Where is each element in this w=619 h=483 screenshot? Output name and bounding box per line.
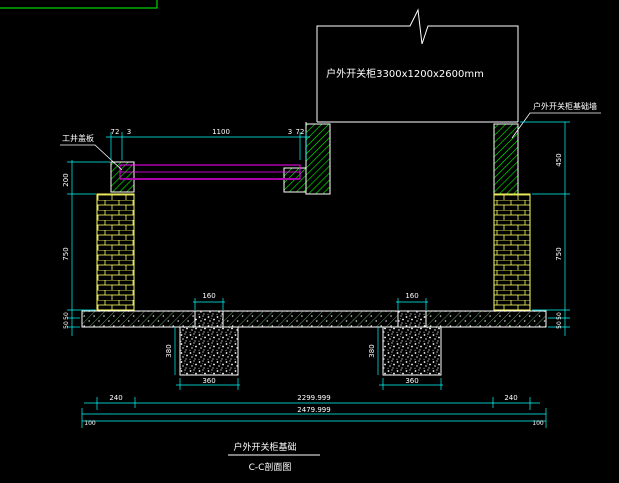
- frame-corner: [0, 0, 158, 9]
- dim-overall-240-right: 240: [504, 394, 517, 402]
- dim-overall-240-left: 240: [109, 394, 122, 402]
- dim-pier-top-left: 160: [202, 292, 215, 300]
- pier-left: [179, 310, 239, 376]
- dim-left-50b: 50: [63, 321, 70, 329]
- right-brick-wall: [493, 193, 531, 311]
- left-curb-wall: [110, 161, 135, 193]
- dim-left-50a: 50: [63, 312, 70, 320]
- dim-overall-2299: 2299.999: [297, 394, 330, 402]
- leaders: [60, 112, 601, 171]
- dim-top-72-left: 72: [111, 128, 120, 136]
- dim-pier-bot-right: 360: [405, 377, 418, 385]
- center-wall: [305, 123, 331, 195]
- caption-cn: 户外开关柜基础: [233, 441, 296, 453]
- overall-dimensions: [81, 397, 547, 428]
- cabinet-label: 户外开关柜3300x1200x2600mm: [326, 67, 484, 80]
- dim-pier-depth-right: 380: [368, 344, 376, 357]
- cover-plate-label: 工井盖板: [62, 133, 94, 143]
- dim-pier-depth-left: 380: [165, 344, 173, 357]
- dim-top-72-right: 72: [296, 128, 305, 136]
- dim-right-50a: 50: [556, 312, 563, 320]
- dim-overall-100-right: 100: [532, 420, 544, 427]
- dim-right-50b: 50: [556, 321, 563, 329]
- cabinet-outline: [316, 8, 519, 123]
- dim-right-450: 450: [555, 153, 563, 166]
- dim-right-750: 750: [555, 247, 563, 260]
- dim-overall-2479: 2479.999: [297, 406, 330, 414]
- caption-section: C-C剖面图: [249, 461, 292, 473]
- pier-right: [382, 310, 442, 376]
- left-brick-wall: [96, 193, 135, 311]
- dim-top-3-left: 3: [127, 128, 131, 136]
- pier-dimensions: [174, 298, 443, 390]
- top-dimension: [106, 132, 310, 160]
- dim-left-750: 750: [62, 247, 70, 260]
- dim-overall-100-left: 100: [84, 420, 96, 427]
- dim-pier-top-right: 160: [405, 292, 418, 300]
- dim-pier-bot-left: 360: [202, 377, 215, 385]
- foundation-wall-label: 户外开关柜基础墙: [533, 101, 597, 111]
- dim-top-3-right: 3: [288, 128, 292, 136]
- cover-plate: [119, 164, 301, 180]
- left-dimension: [67, 160, 110, 336]
- base-slab: [81, 310, 547, 328]
- dim-top-1100: 1100: [212, 128, 230, 136]
- right-dimension: [520, 121, 570, 336]
- dim-left-200: 200: [62, 173, 70, 186]
